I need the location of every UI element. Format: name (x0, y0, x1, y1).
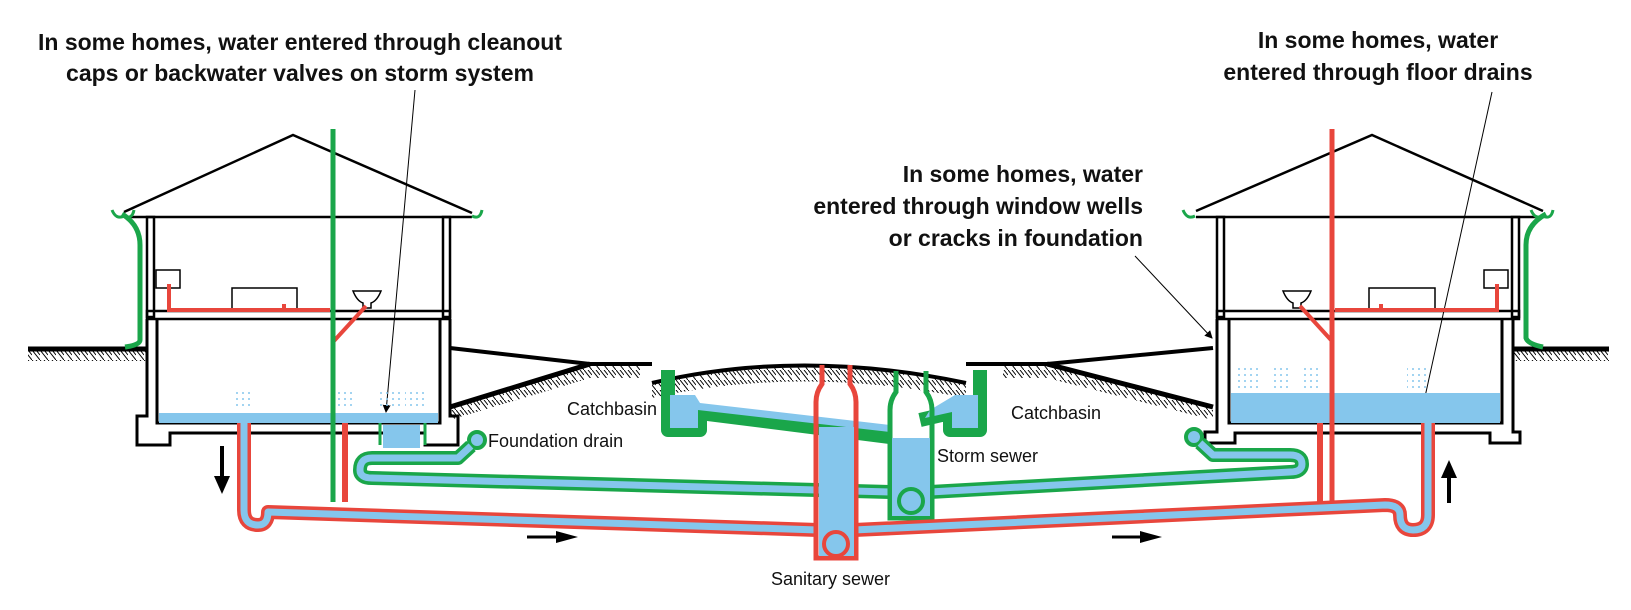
left-house-foundation-outer (135, 319, 460, 447)
left-catchbasin-water (670, 395, 890, 432)
left-storm-lateral (356, 443, 891, 496)
left-house (110, 129, 484, 502)
ground-slope-left (449, 361, 591, 410)
left-foundation-drain-water (383, 425, 420, 448)
left-house-sanitary-plumbing (167, 284, 330, 312)
right-flow-arrow-head (1140, 531, 1162, 543)
ground-hatch-slope-right (1003, 366, 1213, 420)
right-house-floor (1215, 309, 1521, 321)
callout-window-wells-line-3: or cracks in foundation (889, 225, 1143, 251)
right-house-wall-left-upper (1215, 215, 1226, 319)
callout-floor-drains-line-2: entered through floor drains (1223, 59, 1532, 85)
storm-sewer-main (897, 487, 925, 515)
right-house-downspout (1523, 211, 1548, 350)
ground-hatch-slope-left (450, 366, 640, 420)
right-house-toilet (1281, 290, 1313, 309)
sanitary-system (237, 365, 1435, 561)
water-spray-icon (232, 389, 252, 409)
water-spray-icon (1407, 365, 1427, 389)
window-well-top-left (449, 346, 591, 366)
road-hatch (652, 367, 966, 398)
water-spray-icon (405, 389, 425, 409)
storm-manhole-outline (887, 371, 935, 521)
left-house-toilet (351, 290, 383, 309)
left-house-flood-water (159, 413, 438, 423)
callout-cleanout: In some homes, water entered through cle… (38, 29, 562, 413)
right-house-foundation-outer (1203, 319, 1522, 445)
right-house-bathtub (1368, 287, 1436, 312)
left-house-gutter-right (471, 209, 484, 219)
ground-hatch-left (28, 349, 146, 361)
storm-system (353, 370, 1309, 521)
sanitary-sewer-main (822, 530, 850, 558)
water-spray-icon (1270, 367, 1290, 389)
right-house (1181, 129, 1555, 502)
right-storm-lateral (929, 440, 1306, 496)
left-foundation-drain-end (467, 430, 487, 450)
right-house-sanitary-plumbing (1335, 284, 1499, 312)
left-down-arrow-head (214, 476, 230, 494)
left-house-wall-left-upper (145, 215, 156, 319)
callout-cleanout-pointer (382, 89, 416, 413)
right-sanitary-lateral (853, 423, 1432, 534)
callout-floor-drains-line-1: In some homes, water (1258, 27, 1498, 53)
callout-cleanout-line-2: caps or backwater valves on storm system (66, 60, 534, 86)
window-well-top-right (1046, 346, 1214, 366)
ground-slope-right (1046, 361, 1214, 410)
callout-floor-drains: In some homes, water entered through flo… (1223, 27, 1533, 416)
water-spray-icon (1302, 367, 1322, 389)
left-house-bathtub (231, 287, 298, 312)
left-foundation-drain-inlets (378, 423, 427, 445)
water-spray-icon (380, 389, 400, 409)
callout-floor-drains-pointer (1418, 91, 1493, 416)
left-house-water-entry (232, 389, 425, 409)
label-catchbasin-left: Catchbasin (567, 399, 657, 419)
label-sanitary-sewer: Sanitary sewer (771, 569, 890, 589)
right-house-gutter-left (1181, 209, 1196, 219)
right-up-arrow-head (1441, 460, 1457, 478)
label-catchbasin-right: Catchbasin (1011, 403, 1101, 423)
left-house-wall-right-upper (441, 215, 452, 319)
ground-hatch-right (1513, 349, 1609, 361)
water-spray-icon (1238, 367, 1258, 389)
callout-window-wells-pointer (1134, 255, 1213, 339)
left-catchbasin-outline (661, 370, 891, 444)
callout-window-wells: In some homes, water entered through win… (813, 161, 1213, 339)
left-flow-arrow-head (556, 531, 578, 543)
right-house-roof (1195, 133, 1544, 213)
right-house-toilet-drain (1298, 304, 1333, 342)
callout-window-wells-line-2: entered through window wells (813, 193, 1143, 219)
right-house-wall-right-upper (1510, 215, 1521, 319)
left-house-downspout (120, 211, 143, 350)
road-crown (651, 363, 967, 385)
left-house-roof (123, 133, 473, 215)
flow-arrows (214, 446, 1457, 543)
callout-cleanout-line-1: In some homes, water entered through cle… (38, 29, 562, 55)
left-house-toilet-drain (331, 304, 368, 344)
label-storm-sewer: Storm sewer (937, 446, 1038, 466)
right-catchbasin-water (925, 395, 978, 428)
water-spray-icon (335, 389, 355, 409)
left-house-floor (145, 309, 452, 321)
callout-window-wells-line-1: In some homes, water (903, 161, 1143, 187)
right-foundation-drain-end (1184, 427, 1204, 447)
label-foundation-drain: Foundation drain (488, 431, 623, 451)
right-house-water-entry (1238, 365, 1427, 389)
right-house-flood-water (1231, 393, 1500, 423)
right-catchbasin-outline (918, 370, 987, 437)
terrain (28, 346, 1609, 420)
left-sanitary-lateral (240, 423, 819, 534)
